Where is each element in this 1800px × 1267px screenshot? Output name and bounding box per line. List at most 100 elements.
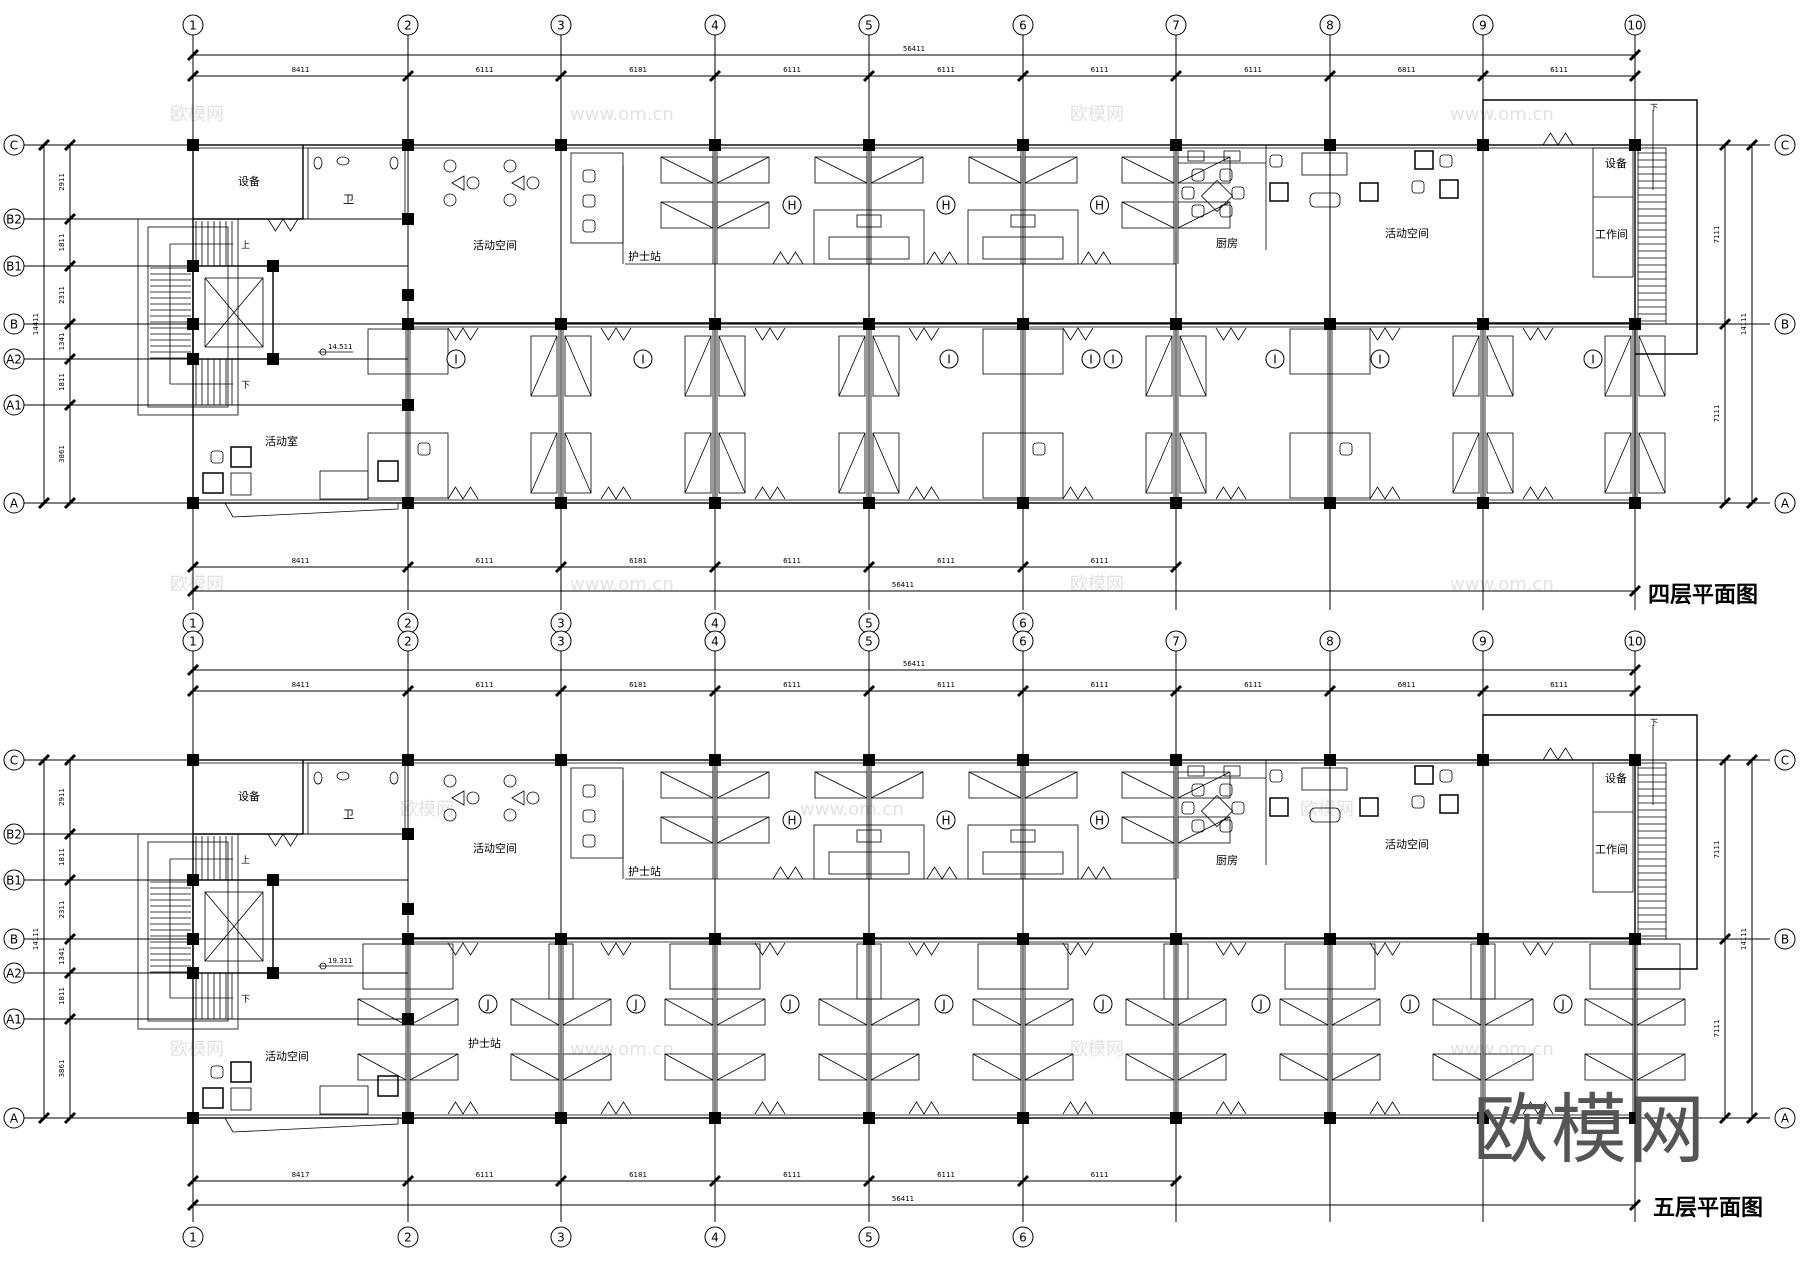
svg-text:4: 4 <box>711 617 719 631</box>
svg-text:3861: 3861 <box>58 1060 66 1078</box>
svg-text:下: 下 <box>241 995 250 1005</box>
svg-text:护士站: 护士站 <box>468 1036 501 1050</box>
row-axis-right-A: A <box>1774 492 1796 514</box>
svg-text:活动空间: 活动空间 <box>265 1049 309 1063</box>
svg-text:6: 6 <box>1019 19 1027 33</box>
svg-text:I: I <box>1378 353 1382 367</box>
bottom-axis-4: 4 <box>704 612 726 634</box>
svg-text:6111: 6111 <box>1550 681 1568 689</box>
svg-text:下: 下 <box>1650 103 1658 112</box>
svg-text:设备: 设备 <box>1605 771 1627 785</box>
svg-text:6111: 6111 <box>1091 66 1109 74</box>
svg-text:C: C <box>10 754 18 768</box>
column-axis-4: 4 <box>704 630 726 652</box>
svg-text:H: H <box>941 814 950 828</box>
bottom-axis-3: 3 <box>550 1226 572 1248</box>
svg-text:6111: 6111 <box>783 66 801 74</box>
svg-text:6111: 6111 <box>476 66 494 74</box>
svg-text:6111: 6111 <box>1244 66 1262 74</box>
row-axis-left-B1: B1 <box>3 255 25 277</box>
svg-text:6111: 6111 <box>937 681 955 689</box>
bottom-axis-6: 6 <box>1012 1226 1034 1248</box>
top-left-rooms: 设备卫 <box>193 760 406 847</box>
column-axis-5: 5 <box>858 14 880 36</box>
svg-text:3: 3 <box>557 635 565 649</box>
svg-text:下: 下 <box>241 381 250 391</box>
svg-text:下: 下 <box>1650 718 1658 727</box>
svg-text:B: B <box>10 933 18 947</box>
plan-title-floor4: 四层平面图 <box>1648 583 1759 608</box>
column-axis-7: 7 <box>1165 14 1187 36</box>
svg-text:J: J <box>1560 998 1565 1012</box>
row-axis-left-A1: A1 <box>3 1008 25 1030</box>
row-axis-left-C: C <box>3 749 25 771</box>
svg-text:I: I <box>641 353 645 367</box>
svg-text:C: C <box>10 139 18 153</box>
column-axis-5: 5 <box>858 630 880 652</box>
row-axis-left-A: A <box>3 1107 25 1129</box>
bottom-axis-5: 5 <box>858 612 880 634</box>
svg-text:欧模网: 欧模网 <box>1070 574 1124 595</box>
svg-text:H: H <box>1095 199 1104 213</box>
svg-text:A: A <box>10 497 19 511</box>
column-axis-8: 8 <box>1319 14 1341 36</box>
svg-text:A: A <box>1781 1112 1790 1126</box>
svg-text:J: J <box>1407 998 1412 1012</box>
svg-text:6111: 6111 <box>783 1171 801 1179</box>
svg-text:卫: 卫 <box>343 193 354 206</box>
svg-text:A2: A2 <box>6 967 22 981</box>
svg-text:8: 8 <box>1326 19 1334 33</box>
svg-text:7111: 7111 <box>1713 405 1721 423</box>
bottom-axis-1: 1 <box>182 612 204 634</box>
activity-area-right: 活动空间 <box>1269 150 1459 240</box>
bottom-axis-6: 6 <box>1012 612 1034 634</box>
svg-text:J: J <box>941 998 946 1012</box>
column-axis-1: 1 <box>182 630 204 652</box>
column-axis-3: 3 <box>550 14 572 36</box>
svg-text:1811: 1811 <box>58 234 66 252</box>
svg-text:3861: 3861 <box>58 445 66 463</box>
row-axis-left-B2: B2 <box>3 823 25 845</box>
svg-text:H: H <box>787 199 796 213</box>
svg-text:3: 3 <box>557 1231 565 1245</box>
svg-text:8411: 8411 <box>292 681 310 689</box>
svg-text:B: B <box>1781 318 1789 332</box>
svg-text:5: 5 <box>865 1231 873 1245</box>
svg-text:工作间: 工作间 <box>1595 843 1628 856</box>
svg-text:活动空间: 活动空间 <box>473 238 517 252</box>
svg-text:2911: 2911 <box>58 788 66 806</box>
svg-text:厨房: 厨房 <box>1216 854 1238 867</box>
svg-text:6: 6 <box>1019 617 1027 631</box>
svg-text:I: I <box>1111 353 1115 367</box>
svg-text:6111: 6111 <box>937 66 955 74</box>
bottom-axis-4: 4 <box>704 1226 726 1248</box>
column-axis-4: 4 <box>704 14 726 36</box>
column-axis-9: 9 <box>1472 14 1494 36</box>
svg-text:6111: 6111 <box>1244 681 1262 689</box>
svg-text:6111: 6111 <box>1091 1171 1109 1179</box>
nurse-station: 护士站 <box>570 767 661 879</box>
svg-text:56411: 56411 <box>903 45 925 53</box>
svg-text:1: 1 <box>189 1231 197 1245</box>
row-axis-left-A1: A1 <box>3 394 25 416</box>
elevator <box>187 874 279 979</box>
svg-text:6111: 6111 <box>937 1171 955 1179</box>
svg-text:I: I <box>1591 353 1595 367</box>
column-axis-10: 10 <box>1624 14 1646 36</box>
svg-text:J: J <box>787 998 792 1012</box>
svg-text:1: 1 <box>189 617 197 631</box>
svg-text:H: H <box>787 814 796 828</box>
top-left-rooms: 设备卫 <box>193 145 406 232</box>
svg-text:C: C <box>1781 139 1789 153</box>
row-axis-left-B: B <box>3 313 25 335</box>
svg-text:7: 7 <box>1172 19 1180 33</box>
svg-text:www.om.cn: www.om.cn <box>1450 1039 1554 1060</box>
svg-text:A: A <box>1781 497 1790 511</box>
svg-text:6181: 6181 <box>629 681 647 689</box>
svg-text:3: 3 <box>557 617 565 631</box>
